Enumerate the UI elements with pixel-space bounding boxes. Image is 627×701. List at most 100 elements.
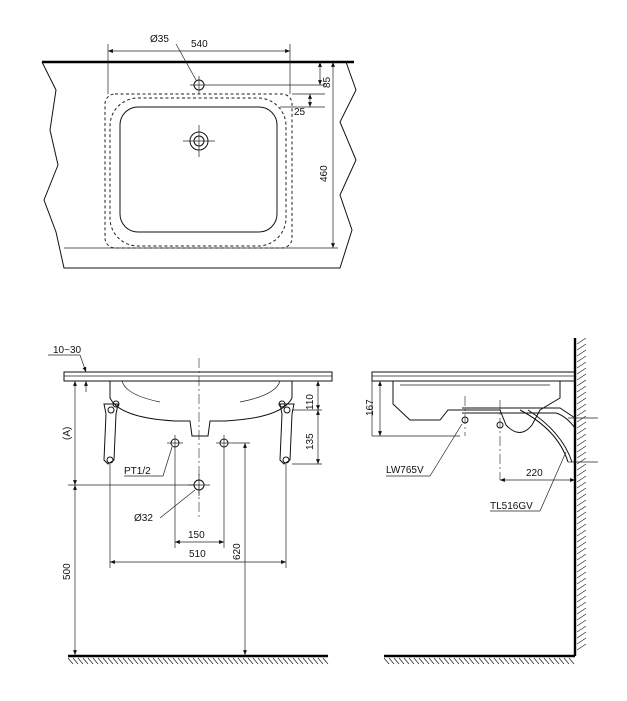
hatch-line (227, 657, 234, 665)
dim-rim-offset: 25 (294, 107, 306, 118)
hatch-line (576, 457, 587, 465)
hatch-line (576, 379, 587, 387)
hatch-line (538, 657, 545, 665)
dim-rim-height: 500 (62, 563, 73, 580)
hatch-line (568, 657, 575, 665)
hatch-line (408, 657, 415, 665)
hatch-line (563, 657, 570, 665)
hatch-line (207, 657, 214, 665)
hatch-line (122, 657, 129, 665)
hatch-line (403, 657, 410, 665)
hatch-line (458, 657, 465, 665)
hatch-line (388, 657, 395, 665)
hatch-line (393, 657, 400, 665)
hatch-line (247, 657, 254, 665)
hatch-line (576, 553, 587, 561)
hatch-line (277, 657, 284, 665)
hatch-line (576, 451, 587, 459)
hatch-line (518, 657, 525, 665)
dim-bracket-width: 510 (189, 549, 206, 560)
hatch-line (102, 657, 109, 665)
right-bracket (278, 400, 295, 465)
hatch-line (576, 475, 587, 483)
hatch-line (576, 397, 587, 405)
hatch-line (132, 657, 139, 665)
drain-symbol (183, 125, 215, 157)
hatch-line (428, 657, 435, 665)
hatch-line (197, 657, 204, 665)
hatch-line (177, 657, 184, 665)
label-part-lw: LW765V (386, 465, 424, 476)
hatch-line (576, 559, 587, 567)
dim-bowl-height: 110 (305, 394, 316, 410)
hatch-line (533, 657, 540, 665)
dim-bracket-spacing: 135 (305, 433, 316, 450)
hatch-line (142, 657, 149, 665)
hatch-line (576, 499, 587, 507)
hatch-line (528, 657, 535, 665)
hatch-line (463, 657, 470, 665)
hatch-line (418, 657, 425, 665)
hatch-line (576, 607, 587, 615)
hatch-line (576, 505, 587, 513)
dim-tap-offset: 85 (322, 76, 333, 88)
hatch-line (576, 583, 587, 591)
hatch-line (87, 657, 94, 665)
hatch-line (282, 657, 289, 665)
hatch-line (576, 595, 587, 603)
hatch-line (212, 657, 219, 665)
hatch-line (423, 657, 430, 665)
front-countertop (63, 371, 333, 382)
hatch-line (92, 657, 99, 665)
hatch-line (192, 657, 199, 665)
hatch-line (576, 427, 587, 435)
hatch-line (576, 637, 587, 645)
hatch-line (262, 657, 269, 665)
hatch-line (473, 657, 480, 665)
dim-tap-hole: Ø35 (150, 34, 169, 45)
dim-drain-height: 620 (232, 543, 243, 560)
hatch-line (112, 657, 119, 665)
label-part-tl: TL516GV (490, 501, 533, 512)
front-floor-hatch (67, 657, 329, 665)
hatch-line (217, 657, 224, 665)
tap-hole-symbol (190, 76, 208, 94)
hatch-line (483, 657, 490, 665)
hatch-line (498, 657, 505, 665)
hatch-line (468, 657, 475, 665)
dim-drain-hole: Ø32 (134, 513, 153, 524)
hatch-line (97, 657, 104, 665)
hatch-line (182, 657, 189, 665)
hatch-line (576, 355, 587, 363)
hatch-line (72, 657, 79, 665)
hatch-line (202, 657, 209, 665)
hatch-line (543, 657, 550, 665)
bowl-outline (119, 106, 278, 233)
hatch-line (576, 349, 587, 357)
dim-basin-height: 167 (365, 399, 376, 416)
dim-projection: 220 (526, 468, 543, 479)
hatch-line (257, 657, 264, 665)
hatch-line (576, 523, 587, 531)
hatch-line (167, 657, 174, 665)
hatch-line (576, 385, 587, 393)
hatch-line (252, 657, 259, 665)
hatch-line (117, 657, 124, 665)
hatch-line (576, 403, 587, 411)
hatch-line (576, 565, 587, 573)
hatch-line (448, 657, 455, 665)
side-floor-hatch (383, 657, 575, 665)
hatch-line (576, 631, 587, 639)
hatch-line (127, 657, 134, 665)
hatch-line (137, 657, 144, 665)
hatch-line (413, 657, 420, 665)
countertop-outline (41, 61, 357, 269)
hatch-line (576, 613, 587, 621)
basin-rim-outline (109, 97, 287, 247)
hatch-line (576, 391, 587, 399)
hatch-line (576, 493, 587, 501)
hatch-line (513, 657, 520, 665)
hatch-line (576, 439, 587, 447)
hatch-line (398, 657, 405, 665)
